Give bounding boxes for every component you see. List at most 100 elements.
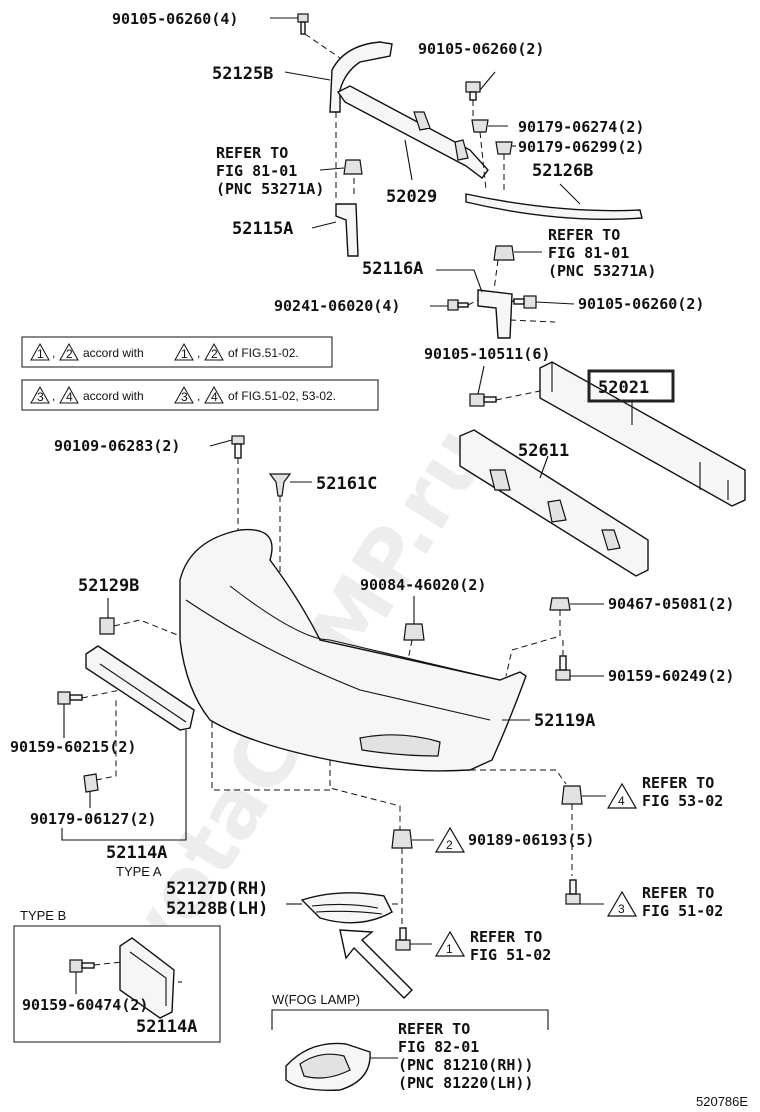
clip-nut-icon: [495, 141, 513, 155]
label-52126b: 52126B: [532, 161, 593, 181]
label-90105-06260-2-top: 90105-06260(2): [418, 40, 544, 58]
refer-5102-a-line1: REFER TO: [470, 928, 542, 946]
note-box-2: 3 , 4 accord with 3 , 4 of FIG.51-02, 53…: [21, 379, 379, 411]
note1-tri-b: 2: [66, 347, 73, 361]
clip-icon: [561, 785, 583, 805]
side-bracket-52115a: [335, 203, 359, 257]
refer-5102-b-line2: FIG 51-02: [642, 902, 723, 920]
bumper-bracket-52125b: [329, 41, 393, 113]
note1-tri-d: 2: [211, 347, 218, 361]
license-bracket-type-b: [119, 937, 175, 1019]
label-90179-06274: 90179-06274(2): [518, 118, 644, 136]
refer-8101-a-line3: (PNC 53271A): [216, 180, 324, 198]
refer-8101-a-line1: REFER TO: [216, 144, 288, 162]
label-52611: 52611: [518, 441, 569, 461]
clip-nut-icon: [549, 597, 571, 611]
clip-icon: [493, 245, 515, 261]
note1-tri-c: 1: [181, 347, 188, 361]
label-52114a-bottom: 52114A: [136, 1017, 197, 1037]
refer-5302-line2: FIG 53-02: [642, 792, 723, 810]
label-52119a: 52119A: [534, 711, 595, 731]
label-52128b: 52128B(LH): [166, 899, 268, 919]
bumper-molding-52126b: [465, 193, 643, 220]
note1-text: accord with: [83, 346, 144, 360]
bumper-retainer-52029: [336, 85, 489, 179]
fog-lamp-cover: [300, 892, 393, 924]
type-b-box: [13, 925, 221, 1043]
clip-icon: [83, 773, 99, 793]
triangle-3: 3: [618, 902, 625, 916]
label-90179-06127: 90179-06127(2): [30, 810, 156, 828]
side-bracket-52116a: [477, 289, 513, 339]
label-90084-46020: 90084-46020(2): [360, 576, 486, 594]
refer-8201-line2: FIG 82-01: [398, 1038, 479, 1056]
label-52125b: 52125B: [212, 64, 273, 84]
screw-icon: [555, 655, 571, 681]
bolt-icon: [57, 691, 83, 705]
note2-tri-b: 4: [66, 390, 73, 404]
svg-text:,: ,: [197, 389, 200, 403]
bolt-icon: [469, 393, 497, 407]
screw-icon: [565, 879, 581, 905]
triangle-4: 4: [618, 794, 625, 808]
refer-8101-b-line2: FIG 81-01: [548, 244, 629, 262]
figure-code: 520786E: [696, 1094, 748, 1109]
note2-tail: of FIG.51-02, 53-02.: [228, 389, 336, 403]
refer-8101-b-line1: REFER TO: [548, 226, 620, 244]
label-type-a: TYPE A: [116, 864, 162, 879]
clip-icon: [403, 623, 425, 641]
label-90105-10511: 90105-10511(6): [424, 345, 550, 363]
triangle-1: 1: [446, 942, 453, 956]
front-bumper-cover-52119a: [179, 528, 527, 772]
label-52127d: 52127D(RH): [166, 879, 268, 899]
direction-arrow-icon: [339, 929, 413, 999]
note-box-1: 1 , 2 accord with 1 , 2 of FIG.51-02.: [21, 336, 333, 368]
label-90241-06020: 90241-06020(4): [274, 297, 400, 315]
label-type-b: TYPE B: [20, 908, 66, 923]
label-52129b: 52129B: [78, 576, 139, 596]
refer-5302-line1: REFER TO: [642, 774, 714, 792]
refer-8201-line1: REFER TO: [398, 1020, 470, 1038]
label-52029: 52029: [386, 187, 437, 207]
svg-text:,: ,: [52, 346, 55, 360]
clip-nut-icon: [471, 119, 489, 133]
label-90179-06299: 90179-06299(2): [518, 138, 644, 156]
bolt-icon: [231, 435, 245, 459]
note1-tri-a: 1: [37, 347, 44, 361]
label-90189-06193: 90189-06193(5): [468, 831, 594, 849]
clip-icon: [99, 617, 115, 635]
note2-tri-a: 3: [37, 390, 44, 404]
refer-8101-b-line3: (PNC 53271A): [548, 262, 656, 280]
label-90467-05081: 90467-05081(2): [608, 595, 734, 613]
clip-icon: [391, 829, 413, 849]
label-52161c: 52161C: [316, 474, 377, 494]
label-90159-60249: 90159-60249(2): [608, 667, 734, 685]
note2-tri-d: 4: [211, 390, 218, 404]
refer-5102-b-line1: REFER TO: [642, 884, 714, 902]
label-90159-60474: 90159-60474(2): [22, 996, 148, 1014]
svg-text:,: ,: [52, 389, 55, 403]
note1-tail: of FIG.51-02.: [228, 346, 299, 360]
bolt-icon: [465, 81, 481, 101]
bolt-icon: [69, 959, 95, 973]
svg-text:,: ,: [197, 346, 200, 360]
label-90105-06260-2-mid: 90105-06260(2): [578, 295, 704, 313]
note2-text: accord with: [83, 389, 144, 403]
refer-8201-line4: (PNC 81220(LH)): [398, 1074, 533, 1092]
label-52021: 52021: [598, 378, 649, 398]
bolt-icon: [447, 299, 469, 311]
clip-push-icon: [268, 473, 292, 497]
part-number-highlight: [587, 369, 675, 403]
label-fog-lamp: W(FOG LAMP): [272, 992, 360, 1007]
label-52116a: 52116A: [362, 259, 423, 279]
bolt-icon: [297, 13, 309, 35]
label-90159-60215: 90159-60215(2): [10, 738, 136, 756]
screw-icon: [395, 927, 411, 951]
refer-8101-a-line2: FIG 81-01: [216, 162, 297, 180]
label-90109-06283: 90109-06283(2): [54, 437, 180, 455]
label-52115a: 52115A: [232, 219, 293, 239]
note2-tri-c: 3: [181, 390, 188, 404]
license-bracket-52114a: [85, 645, 195, 731]
bolt-icon: [513, 295, 537, 309]
